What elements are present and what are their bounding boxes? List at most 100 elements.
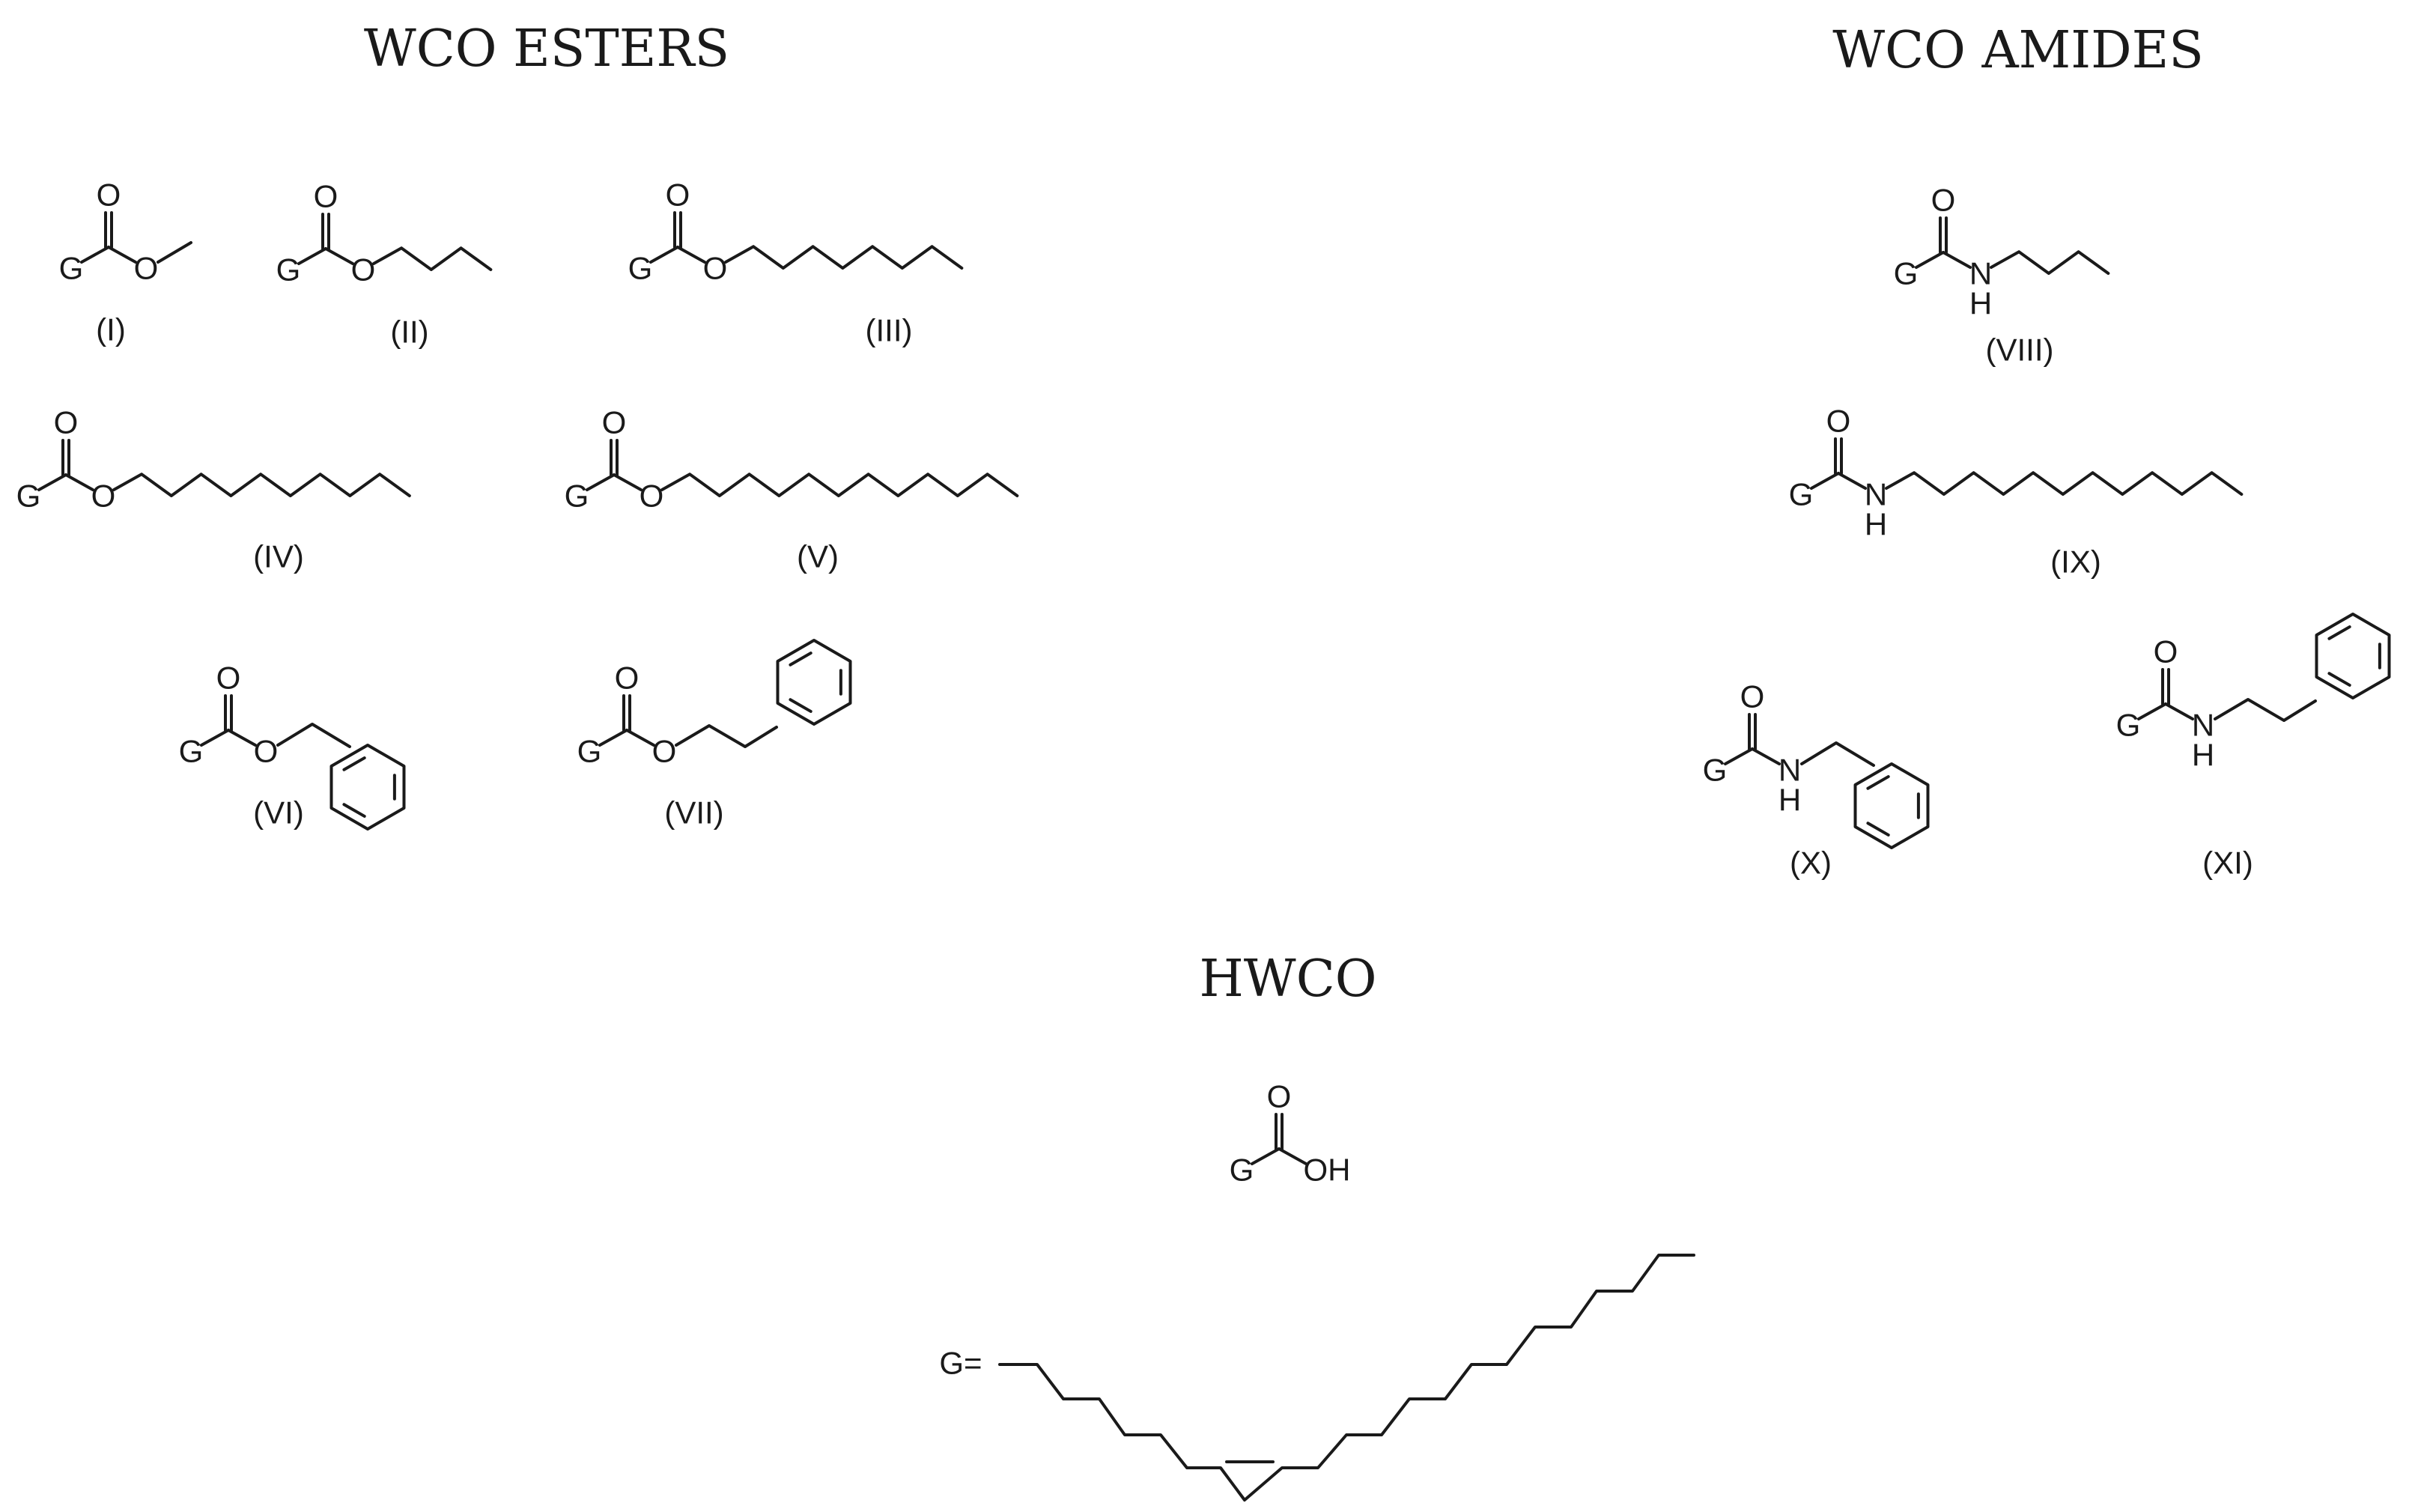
generic-group-g: G <box>1789 477 1814 512</box>
ester-oxygen: O <box>652 734 677 769</box>
carbonyl-oxygen: O <box>216 661 241 696</box>
bond <box>1942 251 1972 269</box>
compound-label: (IX) <box>2050 544 2101 580</box>
bond <box>676 246 706 264</box>
g-definition-oleyl-chain: G= <box>939 1254 1695 1502</box>
aromatic-bond <box>2327 672 2351 687</box>
generic-group-g: G <box>59 251 84 286</box>
chain-bond <box>112 473 411 497</box>
generic-group-g: G <box>1703 753 1728 788</box>
compound-octyl-ester: G O O (III) <box>628 177 964 348</box>
ester-oxygen: O <box>351 252 376 288</box>
bond <box>324 247 354 265</box>
bond <box>649 246 679 264</box>
compound-butyl-ester: G O O (II) <box>276 179 493 350</box>
compound-dodecyl-ester: G O O (V) <box>565 405 1019 574</box>
bond <box>227 729 257 747</box>
bond <box>200 729 230 747</box>
chain-bond <box>1885 471 2244 496</box>
bond <box>64 473 94 491</box>
chain-bond <box>372 246 493 271</box>
benzene-ring <box>1853 762 1930 849</box>
amide-nitrogen: N <box>2192 708 2214 743</box>
carbonyl-oxygen: O <box>615 661 640 696</box>
compound-label: (II) <box>390 315 428 350</box>
generic-group-g: G <box>179 734 204 769</box>
oleyl-chain <box>998 1254 1695 1502</box>
section-title-esters: WCO ESTERS <box>364 19 729 79</box>
carbonyl-oxygen: O <box>1740 679 1765 714</box>
carbonyl-oxygen: O <box>314 179 338 214</box>
generic-group-g: G <box>628 251 653 286</box>
chain-bond <box>724 245 964 270</box>
bond <box>107 246 137 264</box>
carbonyl-oxygen: O <box>1267 1079 1292 1114</box>
carbonyl-oxygen: O <box>2154 634 2178 670</box>
bond <box>1915 251 1945 269</box>
generic-group-g: G <box>276 252 301 288</box>
bond <box>1837 472 1867 490</box>
chain-bond <box>2214 698 2317 722</box>
benzene-ring <box>776 639 852 726</box>
compound-label: (VI) <box>253 795 304 831</box>
bond <box>1724 747 1754 765</box>
generic-group-g: G <box>577 734 602 769</box>
bond <box>2137 702 2167 720</box>
compound-benzyl-ester: G O O (VI) <box>179 661 406 831</box>
aromatic-bond <box>342 803 366 818</box>
compound-phenethyl-amide: G O NH (XI) <box>2116 613 2391 881</box>
aromatic-bond <box>342 756 366 771</box>
ester-oxygen: O <box>703 251 728 286</box>
compound-label: (XI) <box>2202 845 2253 881</box>
bond <box>297 247 327 265</box>
section-title-hwco: HWCO <box>1200 950 1377 1009</box>
benzene-ring <box>329 744 406 831</box>
generic-group-g: G <box>565 479 589 514</box>
chain-bond <box>1990 250 2110 275</box>
ester-oxygen: O <box>254 734 279 769</box>
amide-nitrogen: N <box>1865 477 1887 512</box>
bond <box>37 473 67 491</box>
amide-nitrogen: N <box>1778 753 1801 788</box>
ester-oxygen: O <box>134 251 159 286</box>
compound-label: (III) <box>866 313 913 348</box>
chain-bond <box>675 724 778 748</box>
bond <box>625 729 655 747</box>
compound-label: (I) <box>96 312 126 347</box>
compound-methyl-ester: G O O (I) <box>59 177 192 347</box>
carbonyl-oxygen: O <box>97 177 121 213</box>
bond <box>598 729 628 747</box>
ester-oxygen: O <box>91 479 116 514</box>
generic-group-g: G <box>1894 256 1919 291</box>
chain-bond <box>157 241 192 264</box>
section-title-amides: WCO AMIDES <box>1832 21 2204 80</box>
bond <box>1810 472 1840 490</box>
compound-label: (IV) <box>253 539 304 574</box>
compound-label: (VII) <box>664 795 723 831</box>
carbonyl-oxygen: O <box>1826 404 1851 439</box>
carbonyl-oxygen: O <box>602 405 627 440</box>
compound-benzyl-amide: G O NH (X) <box>1703 679 1930 881</box>
compound-phenethyl-ester: G O O (VII) <box>577 639 852 831</box>
molecule-layer: G O O (I) G O O (II) G O O (III) G O O (IV) G O O (V) G O O (VI… <box>16 177 2391 1502</box>
ester-oxygen: O <box>640 479 664 514</box>
compound-decyl-ester: GOO(IV) <box>16 405 411 574</box>
compound-label: (V) <box>797 539 839 574</box>
bond <box>2164 702 2194 720</box>
carbonyl-oxygen: O <box>666 177 690 213</box>
compound-label: (X) <box>1790 845 1832 881</box>
chain-bond <box>1800 741 1875 767</box>
bond <box>80 246 110 264</box>
bond <box>1751 747 1781 765</box>
bond <box>586 473 616 491</box>
aromatic-bond <box>789 652 812 667</box>
amide-hydrogen: H <box>2192 738 2214 773</box>
generic-group-g: G <box>16 479 41 514</box>
chain-bond <box>660 473 1019 497</box>
aromatic-bond <box>1866 822 1890 837</box>
generic-group-g: G <box>2116 708 2141 743</box>
bond <box>613 473 643 491</box>
amide-hydrogen: H <box>1778 783 1801 818</box>
